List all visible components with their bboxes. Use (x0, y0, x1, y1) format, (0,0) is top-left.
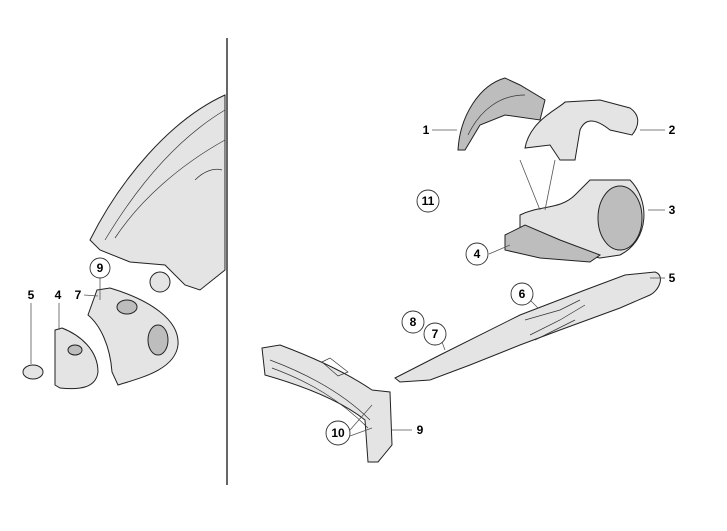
callout-label: 6 (519, 287, 526, 301)
part-1-upper-shroud (457, 77, 546, 151)
part-9-a-pillar-trim (261, 344, 393, 463)
callout-right-3[interactable]: 3 (669, 203, 676, 217)
left-cover-panel (87, 287, 179, 386)
part-5-knee-bolster (394, 271, 661, 383)
callout-right-5[interactable]: 5 (669, 271, 676, 285)
callout-label: 9 (417, 423, 424, 437)
callout-label: 1 (423, 123, 430, 137)
callout-label: 5 (669, 271, 676, 285)
left-panel (22, 94, 226, 390)
callout-right-9[interactable]: 9 (417, 423, 424, 437)
callout-right-6[interactable]: 6 (510, 282, 534, 306)
callout-left-5[interactable]: 5 (28, 288, 35, 302)
part-2-column-cover (524, 99, 639, 161)
callout-label: 3 (669, 203, 676, 217)
callout-label: 4 (474, 247, 481, 261)
left-cover-vent (116, 299, 138, 315)
callout-label: 9 (97, 261, 104, 275)
left-trim-part-4 (54, 327, 99, 390)
callout-label: 7 (75, 288, 82, 302)
callout-label: 5 (28, 288, 35, 302)
callout-left-4[interactable]: 4 (55, 288, 62, 302)
callout-label: 4 (55, 288, 62, 302)
callout-right-7[interactable]: 7 (423, 322, 447, 346)
callout-label: 2 (669, 123, 676, 137)
left-cover-opening (147, 324, 169, 356)
part-4-trim (504, 224, 602, 263)
left-vent (149, 271, 171, 293)
callout-right-11[interactable]: 11 (416, 189, 440, 213)
callout-right-1[interactable]: 1 (423, 123, 430, 137)
callout-label: 7 (432, 327, 439, 341)
callout-right-10[interactable]: 10 (325, 420, 351, 446)
callout-label: 11 (422, 194, 435, 208)
callout-left-9[interactable]: 9 (89, 257, 111, 279)
callout-right-8[interactable]: 8 (401, 310, 425, 334)
right-panel (261, 77, 665, 463)
callout-right-2[interactable]: 2 (669, 123, 676, 137)
callout-left-7[interactable]: 7 (75, 288, 82, 302)
callout-label: 8 (410, 315, 417, 329)
dashboard-top (89, 94, 226, 291)
callout-label: 10 (331, 426, 345, 440)
left-cap-part-5 (22, 364, 44, 380)
callout-right-4[interactable]: 4 (465, 242, 489, 266)
